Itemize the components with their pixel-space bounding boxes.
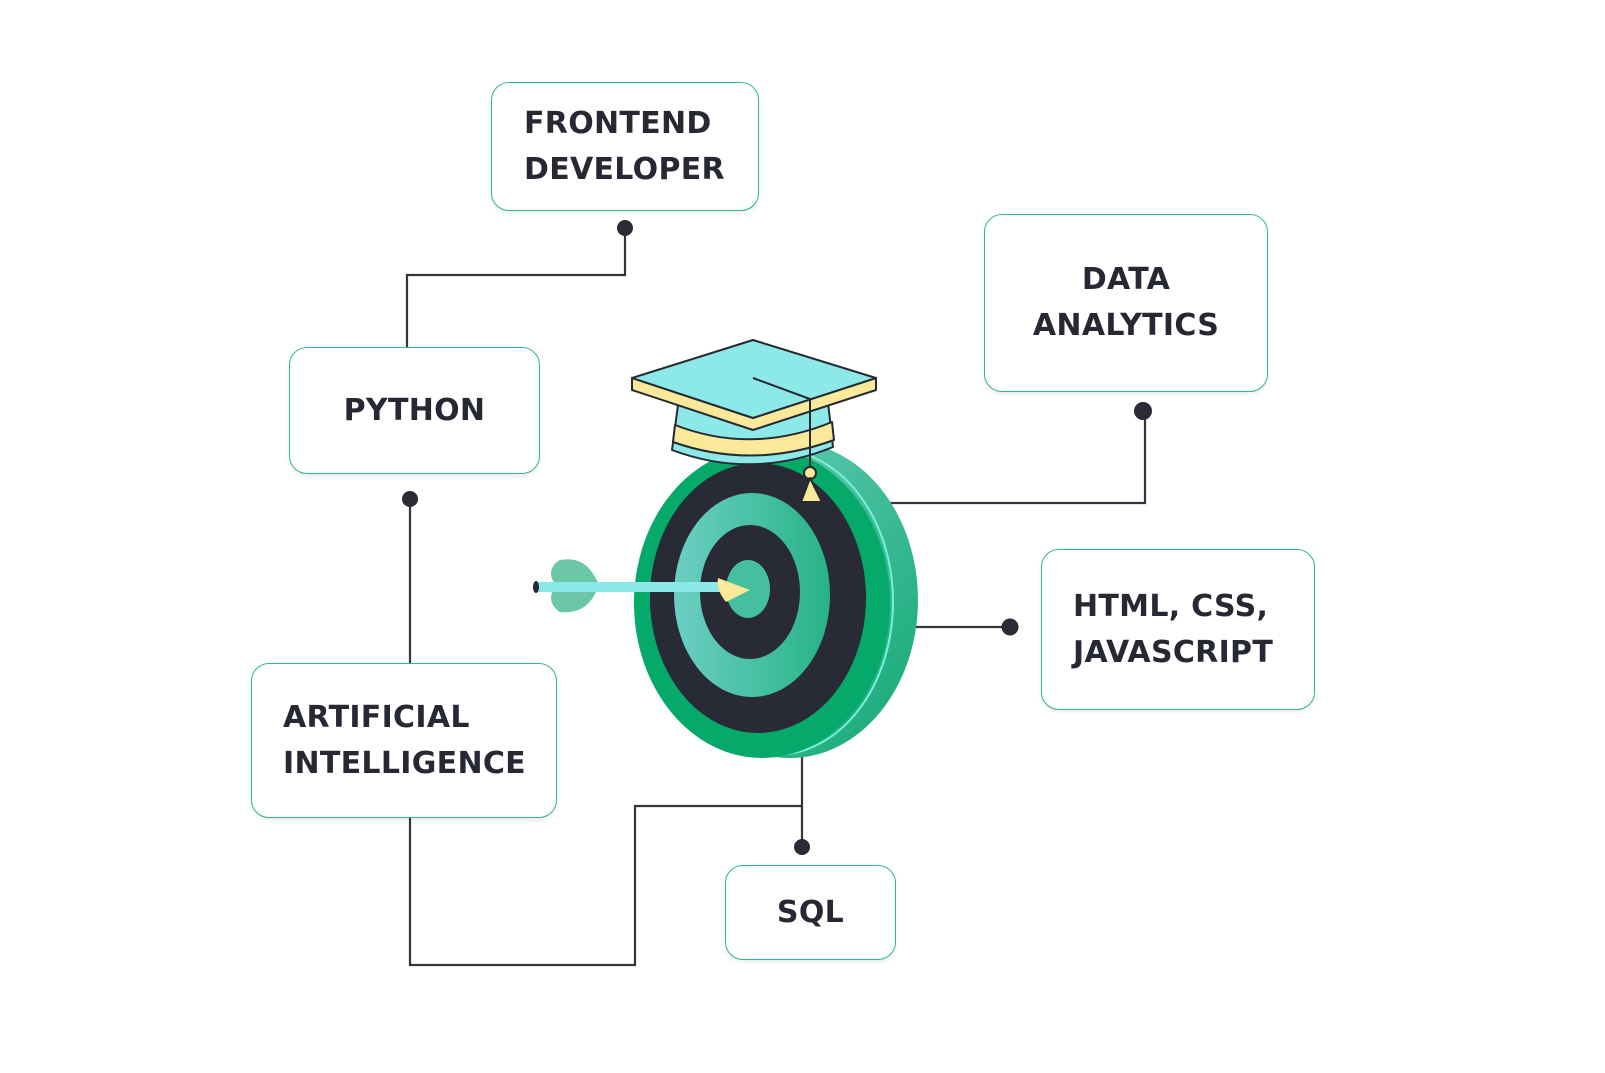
- arrow-icon: [533, 559, 750, 613]
- connector-dot: [402, 491, 418, 507]
- graduation-cap-icon: [631, 339, 877, 503]
- node-label-line: FRONTEND: [524, 105, 712, 141]
- node-frontend-developer: FRONTEND DEVELOPER: [491, 82, 759, 211]
- node-label-line: DEVELOPER: [524, 151, 725, 187]
- target-icon: [634, 442, 918, 758]
- node-artificial-intelligence: ARTIFICIAL INTELLIGENCE: [251, 663, 557, 818]
- connector-dot: [794, 839, 810, 855]
- node-html-css-javascript: HTML, CSS, JAVASCRIPT: [1041, 549, 1315, 710]
- connector-dot: [1001, 618, 1019, 636]
- node-label-line: INTELLIGENCE: [283, 745, 526, 781]
- node-label-line: ARTIFICIAL: [283, 699, 470, 735]
- node-python: PYTHON: [289, 347, 540, 474]
- node-label-line: ANALYTICS: [1032, 308, 1220, 343]
- connector-dot: [1134, 402, 1152, 420]
- node-label-line: SQL: [776, 894, 845, 930]
- node-label-line: DATA: [1081, 262, 1171, 297]
- node-data-analytics: DATA ANALYTICS: [984, 214, 1268, 392]
- connector-dot: [617, 220, 633, 236]
- node-label-line: HTML, CSS,: [1073, 588, 1269, 624]
- target-graphic: [533, 339, 918, 758]
- node-label-line: JAVASCRIPT: [1073, 634, 1274, 670]
- node-sql: SQL: [725, 865, 896, 960]
- node-label-line: PYTHON: [343, 392, 486, 428]
